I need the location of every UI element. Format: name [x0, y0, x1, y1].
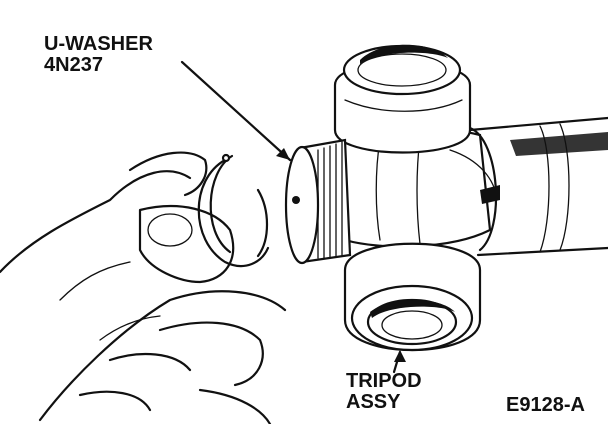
leader-lines — [180, 60, 406, 374]
tripod-body — [338, 126, 500, 252]
label-tripod-line1: TRIPOD — [346, 370, 422, 392]
label-u-washer-part-number: 4N237 — [44, 54, 103, 76]
splined-stub — [284, 138, 352, 265]
figure-code: E9128-A — [506, 394, 585, 416]
label-tripod-assy: TRIPOD ASSY — [346, 371, 422, 413]
label-u-washer-name: U-WASHER — [44, 33, 153, 55]
tripod-roller-bottom — [343, 242, 482, 352]
label-tripod-line2: ASSY — [346, 391, 401, 413]
tripod-roller-top — [333, 44, 472, 154]
drive-shaft — [468, 116, 608, 257]
hand — [0, 151, 287, 424]
label-u-washer: U-WASHER 4N237 — [44, 34, 153, 76]
u-washer-clip — [197, 153, 270, 268]
